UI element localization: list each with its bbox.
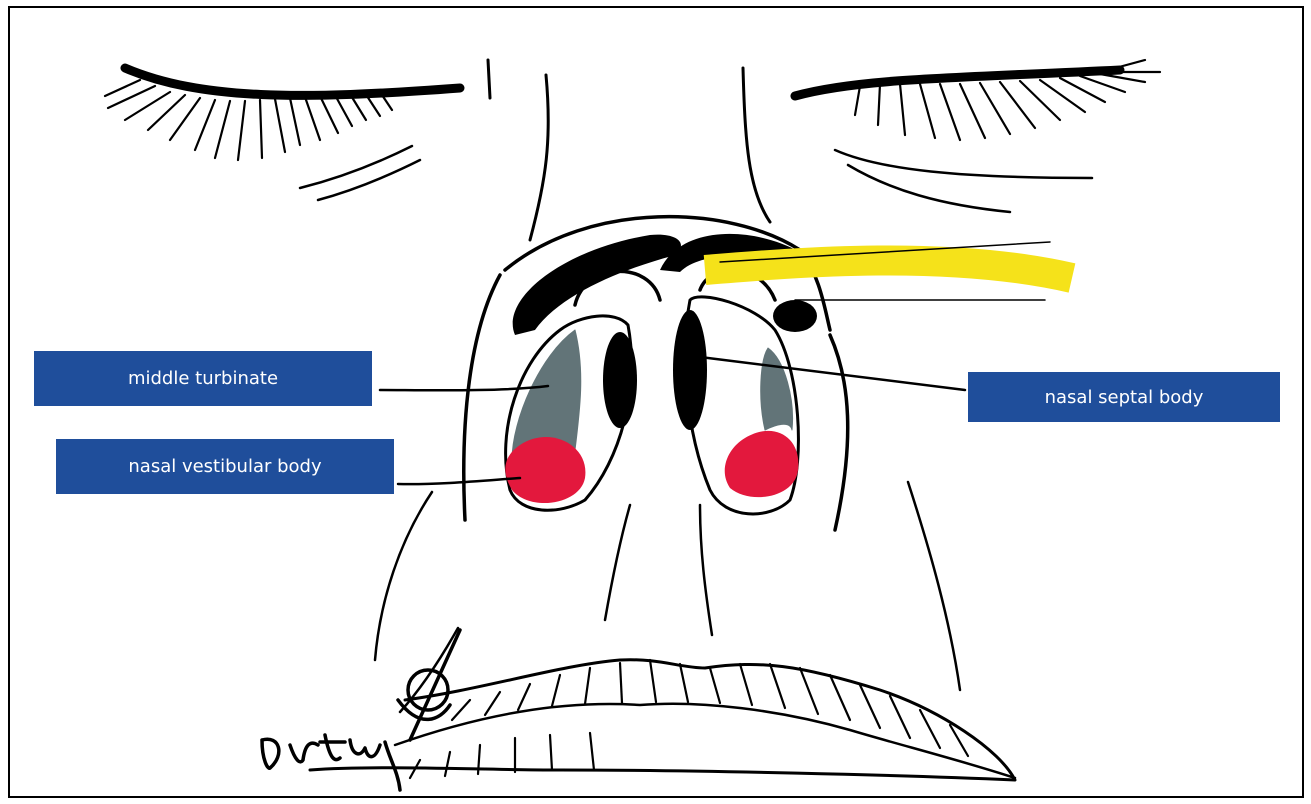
leader-lines [380, 357, 965, 484]
upper-lip [310, 660, 1015, 780]
nasal-bridge [488, 60, 770, 240]
vestibular-body-right [725, 431, 799, 497]
left-eye [105, 68, 460, 200]
middle-turbinate-label: middle turbinate [34, 351, 372, 406]
signature [262, 630, 460, 790]
nasal-septal-body-label: nasal septal body [968, 372, 1280, 422]
face-contours [375, 482, 960, 712]
nasal-vestibular-body-label: nasal vestibular body [56, 439, 394, 494]
highlight-marker [705, 260, 1072, 278]
nasal-septal-body [603, 310, 707, 430]
right-eye [795, 60, 1160, 212]
alar-cartilage [513, 234, 817, 335]
